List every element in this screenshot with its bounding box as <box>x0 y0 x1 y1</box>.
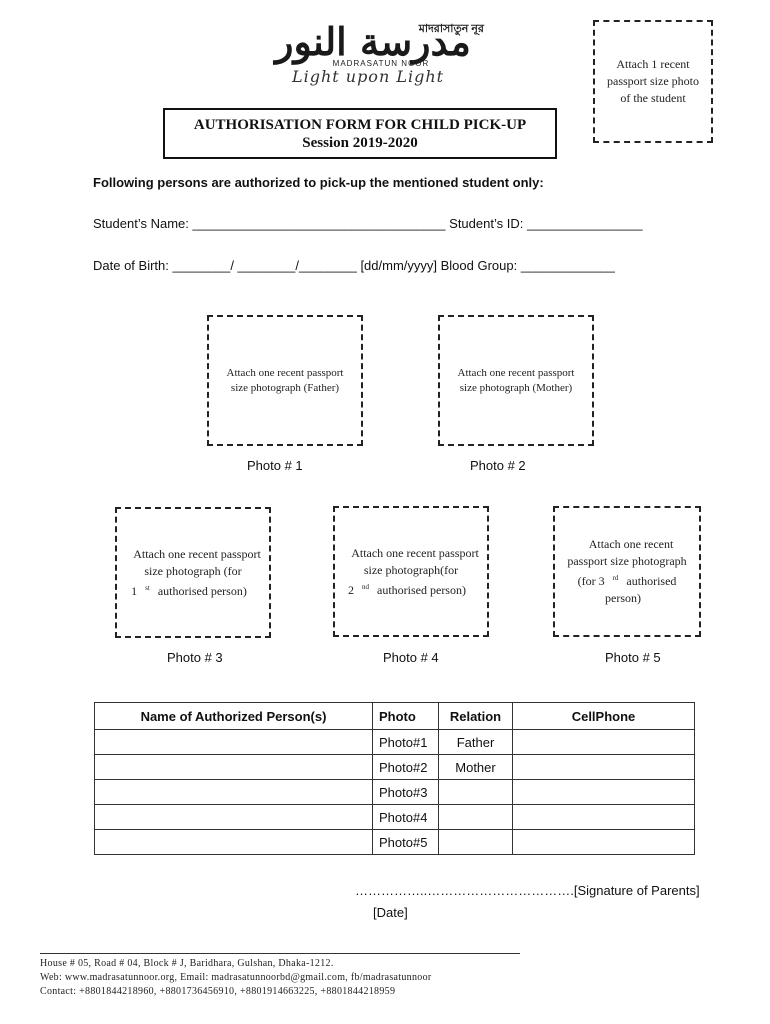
madrasa-logo: মাদরাসাতুন নূর مدرسة النور MADRASATUN NO… <box>258 20 488 90</box>
photo-5-caption: Photo # 5 <box>605 650 661 665</box>
table-row: Photo#5 <box>94 829 695 855</box>
footer-divider <box>40 953 520 954</box>
student-name-id-field[interactable]: Student’s Name: ________________________… <box>93 216 643 231</box>
photo-2-caption: Photo # 2 <box>470 458 526 473</box>
phone-cell[interactable] <box>512 804 695 830</box>
second-authorised-photo-instruction: Attach one recent passport size photogra… <box>348 545 479 597</box>
date-label: [Date] <box>373 905 408 920</box>
authorized-persons-table: Name of Authorized Person(s) Photo Relat… <box>94 702 695 855</box>
mother-photo-instruction: Attach one recent passport size photogra… <box>457 366 575 394</box>
photo-cell: Photo#1 <box>372 729 439 755</box>
header-name: Name of Authorized Person(s) <box>94 702 373 730</box>
footer-web-email: Web: www.madrasatunnoor.org, Email: madr… <box>40 972 432 983</box>
phone-cell[interactable] <box>512 754 695 780</box>
header-photo: Photo <box>372 702 439 730</box>
relation-cell[interactable] <box>438 804 513 830</box>
name-cell[interactable] <box>94 804 373 830</box>
first-authorised-photo-placeholder: Attach one recent passport size photogra… <box>115 507 271 638</box>
logo-tagline: Light upon Light <box>291 67 445 86</box>
footer-address: House # 05, Road # 04, Block # J, Baridh… <box>40 958 334 969</box>
second-authorised-photo-placeholder: Attach one recent passport size photogra… <box>333 506 489 637</box>
relation-cell[interactable]: Mother <box>438 754 513 780</box>
name-cell[interactable] <box>94 779 373 805</box>
name-cell[interactable] <box>94 829 373 855</box>
table-header-row: Name of Authorized Person(s) Photo Relat… <box>94 702 695 730</box>
parent-signature-line[interactable]: ……………..…………………………….[Signature of Parents… <box>355 883 700 898</box>
table-row: Photo#2 Mother <box>94 754 695 780</box>
photo-cell: Photo#4 <box>372 804 439 830</box>
relation-cell[interactable] <box>438 779 513 805</box>
photo-3-caption: Photo # 3 <box>167 650 223 665</box>
dob-blood-group-field[interactable]: Date of Birth: ________/ ________/______… <box>93 258 615 273</box>
phone-cell[interactable] <box>512 729 695 755</box>
father-photo-instruction: Attach one recent passport size photogra… <box>226 366 344 394</box>
photo-4-caption: Photo # 4 <box>383 650 439 665</box>
header-relation: Relation <box>438 702 513 730</box>
logo-latin-text: MADRASATUN NOOR <box>332 59 430 68</box>
table-row: Photo#3 <box>94 779 695 805</box>
father-photo-placeholder: Attach one recent passport size photogra… <box>207 315 363 446</box>
phone-cell[interactable] <box>512 829 695 855</box>
student-photo-placeholder: Attach 1 recent passport size photo of t… <box>593 20 713 143</box>
form-title: AUTHORISATION FORM FOR CHILD PICK-UP <box>193 117 527 133</box>
instruction-text: Following persons are authorized to pick… <box>93 175 544 190</box>
photo-cell: Photo#5 <box>372 829 439 855</box>
phone-cell[interactable] <box>512 779 695 805</box>
logo-arabic-text: مدرسة النور <box>275 19 471 64</box>
photo-cell: Photo#3 <box>372 779 439 805</box>
name-cell[interactable] <box>94 754 373 780</box>
relation-cell[interactable] <box>438 829 513 855</box>
first-authorised-photo-instruction: Attach one recent passport size photogra… <box>131 546 261 598</box>
footer-contact: Contact: +8801844218960, +8801736456910,… <box>40 986 396 997</box>
table-row: Photo#4 <box>94 804 695 830</box>
table-row: Photo#1 Father <box>94 729 695 755</box>
name-cell[interactable] <box>94 729 373 755</box>
student-photo-instruction: Attach 1 recent passport size photo of t… <box>607 57 699 105</box>
photo-cell: Photo#2 <box>372 754 439 780</box>
photo-1-caption: Photo # 1 <box>247 458 303 473</box>
header-cellphone: CellPhone <box>512 702 695 730</box>
third-authorised-photo-placeholder: Attach one recent passport size photogra… <box>553 506 701 637</box>
mother-photo-placeholder: Attach one recent passport size photogra… <box>438 315 594 446</box>
logo-bengali-text: মাদরাসাতুন নূর <box>418 23 484 35</box>
relation-cell[interactable]: Father <box>438 729 513 755</box>
third-authorised-photo-instruction: Attach one recent passport size photogra… <box>567 537 687 605</box>
form-session: Session 2019-2020 <box>302 135 418 151</box>
form-title-box: AUTHORISATION FORM FOR CHILD PICK-UP Ses… <box>163 108 557 159</box>
